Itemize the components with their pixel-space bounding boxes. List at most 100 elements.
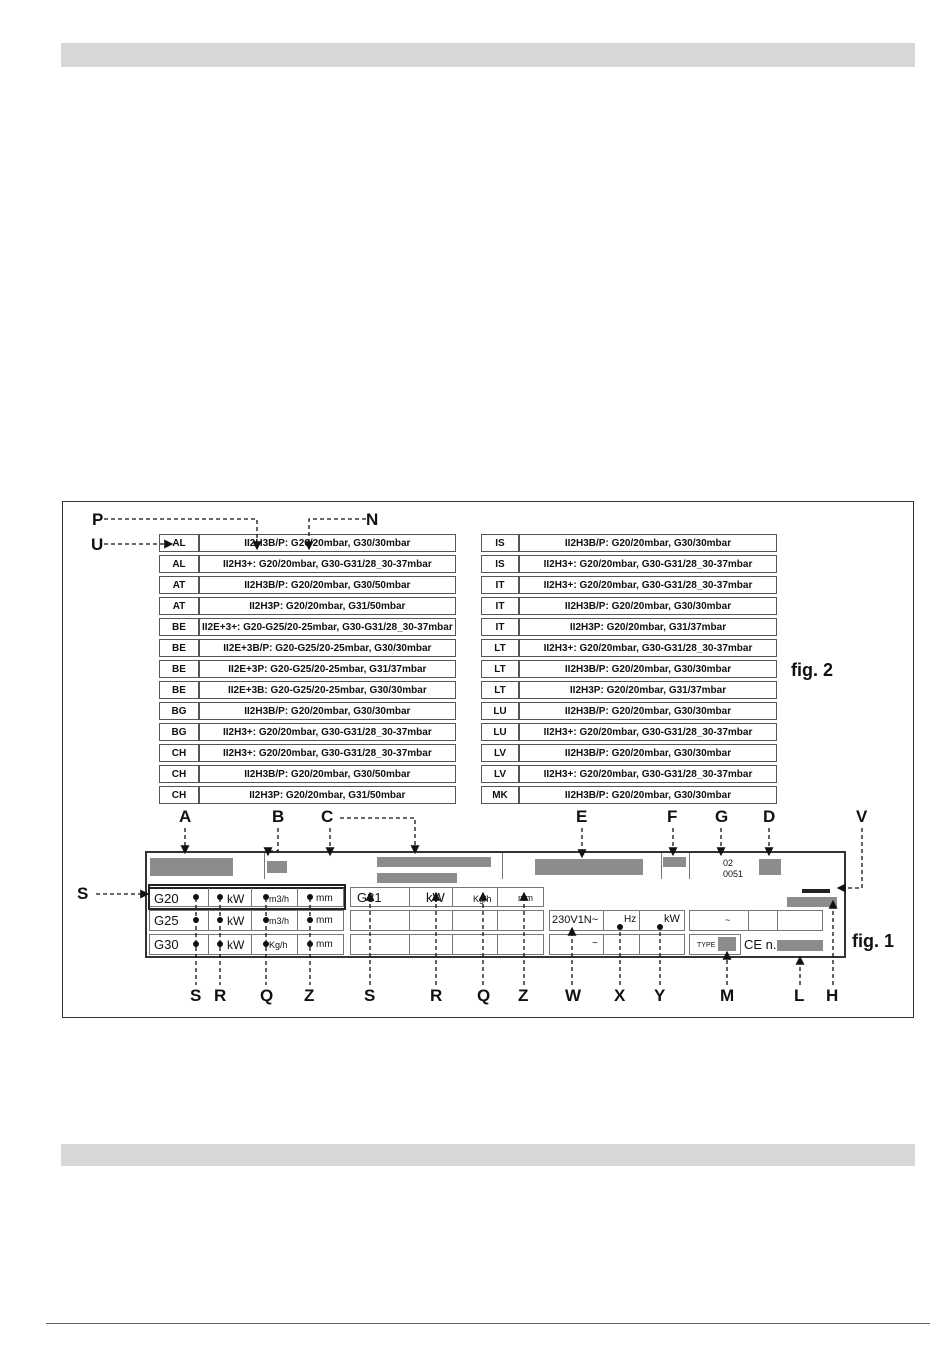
country-code-cell: LT [481,660,519,678]
gas-category-cell: II2H3B/P: G20/20mbar, G30/50mbar [199,576,456,594]
gas-category-cell: II2H3+: G20/20mbar, G30-G31/28_30-37mbar [519,555,777,573]
gas-row-power-cell: kW [208,887,252,907]
country-code-cell: MK [481,786,519,804]
gas-category-cell: II2H3B/P: G20/20mbar, G30/30mbar [519,534,777,552]
country-code-cell: LT [481,639,519,657]
gas-category-cell: II2H3P: G20/20mbar, G31/50mbar [199,786,456,804]
gas-category-cell: II2E+3+: G20-G25/20-25mbar, G30-G31/28_3… [199,618,456,636]
g-value-2: 0051 [723,869,744,879]
gas-category-cell: II2H3B/P: G20/20mbar, G30/30mbar [519,786,777,804]
fig2-label: fig. 2 [791,660,834,680]
country-code-cell: BE [159,660,199,678]
gas-category-cell: II2H3+: G20/20mbar, G30-G31/28_30-37mbar [519,576,777,594]
type-label: TYPE [697,942,716,949]
gas-category-cell: II2H3P: G20/20mbar, G31/50mbar [199,597,456,615]
fig1-bottom-letter: H [826,986,839,1005]
country-code-cell: IS [481,555,519,573]
plate-divider [264,853,265,879]
connector-dot [307,894,313,900]
country-code-cell: BE [159,681,199,699]
arrow-b [263,828,279,857]
section-header-band-bottom [61,1144,915,1166]
plate-field-v [802,889,830,893]
fig1-bottom-letter: S [364,986,376,1005]
country-code-cell: CH [159,744,199,762]
country-code-cell: IT [481,597,519,615]
g-value-1: 02 [723,858,734,868]
gas-row-gas-cell: G20 [149,887,209,907]
fig1-bottom-letter: Q [477,986,491,1005]
fig1-bottom-letter: X [614,986,626,1005]
plate-field-e [535,859,643,875]
gas-category-cell: II2E+3B: G20-G25/20-25mbar, G30/30mbar [199,681,456,699]
gas-category-cell: II2H3+: G20/20mbar, G30-G31/28_30-37mbar [199,555,456,573]
gas-category-cell: II2H3B/P: G20/20mbar, G30/30mbar [519,660,777,678]
country-code-cell: AT [159,597,199,615]
ce-label: CE n. [744,937,777,952]
rating-plate: 02 0051 [145,851,846,958]
country-code-cell: BE [159,618,199,636]
fig1-bottom-letter: S [190,986,202,1005]
ce-number [777,940,823,951]
fig1-top-letter: C [321,807,334,826]
country-code-cell: AL [159,555,199,573]
gas-category-cell: II2H3B/P: G20/20mbar, G30/30mbar [519,744,777,762]
country-code-cell: BG [159,723,199,741]
fig1-bottom-letter: L [794,986,805,1005]
plate-divider [661,853,662,879]
gas-category-cell: II2E+3B/P: G20-G25/20-25mbar, G30/30mbar [199,639,456,657]
fig1-top-letter: B [272,807,285,826]
empty-cell [497,910,544,931]
fig1-bottom-letter: Z [304,986,315,1005]
country-code-cell: BE [159,639,199,657]
plate-divider [689,853,690,879]
empty-cell [639,934,685,955]
gas-category-cell: II2H3+: G20/20mbar, G30-G31/28_30-37mbar [199,723,456,741]
fig1-bottom-letter: M [720,986,735,1005]
gas-row-pressure-cell: mm [297,934,344,955]
fig1-top-letter: D [763,807,776,826]
arrow-n [304,518,366,551]
empty-cell [497,934,544,955]
fig1-bottom-letter: R [214,986,227,1005]
plate-field-c2 [377,873,457,883]
connector-dot [217,894,223,900]
letter-u: U [91,535,104,554]
section-header-band-top [61,43,915,67]
kw-cell: kW [639,910,685,931]
gas-category-cell: II2H3B/P: G20/20mbar, G30/30mbar [519,702,777,720]
gas-category-cell: II2H3P: G20/20mbar, G31/37mbar [519,618,777,636]
plate-field-a [150,858,233,876]
country-code-cell: LU [481,702,519,720]
gas-category-cell: II2H3+: G20/20mbar, G30-G31/28_30-37mbar [199,744,456,762]
fig1-top-letter: F [667,807,678,826]
empty-cell [777,910,823,931]
country-code-cell: CH [159,765,199,783]
gas-category-cell: II2H3B/P: G20/20mbar, G30/30mbar [199,534,456,552]
fig1-bottom-letter: R [430,986,443,1005]
country-code-cell: CH [159,786,199,804]
fig1-bottom-letter: W [565,986,582,1005]
gas-category-cell: II2H3+: G20/20mbar, G30-G31/28_30-37mbar [519,765,777,783]
gas-row-flow-cell: Kg/h [251,934,298,955]
gas-category-cell: II2H3B/P: G20/20mbar, G30/30mbar [519,597,777,615]
gas-row-power-cell: kW [208,934,252,955]
